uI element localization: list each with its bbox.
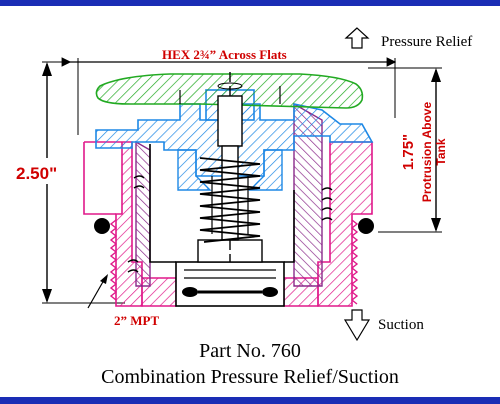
protrusion-value-label: 1.75" [400, 134, 417, 170]
pressure-relief-label: Pressure Relief [381, 34, 473, 50]
suction-arrow-icon [343, 309, 371, 342]
protrusion-label-group: 1.75" Protrusion Above Tank [400, 102, 448, 203]
main-spring [199, 157, 261, 243]
valve-seat [175, 239, 285, 307]
mpt-leader [87, 274, 108, 309]
right-gasket-oring [358, 218, 374, 234]
pressure-relief-arrow-icon [344, 27, 370, 49]
mpt-thread-label: 2” MPT [114, 313, 160, 328]
left-gasket-oring [94, 218, 110, 234]
top-border-bar [0, 0, 500, 6]
threaded-body [83, 141, 373, 307]
poppet-guides [135, 102, 323, 287]
bottom-border-bar [0, 397, 500, 404]
protrusion-dimension [368, 67, 442, 233]
hex-dimension-label: HEX 2¾” Across Flats [162, 47, 287, 62]
diagram-caption: Combination Pressure Relief/Suction [101, 366, 399, 388]
side-spring-coils [127, 175, 333, 273]
suction-label: Suction [378, 317, 424, 333]
part-number: Part No. 760 [199, 340, 301, 362]
inner-body-outline [149, 144, 295, 263]
hex-dimension [61, 57, 397, 135]
valve-stem [211, 72, 249, 262]
protrusion-text-label: Protrusion Above [420, 102, 434, 203]
overall-height-label: 2.50" [16, 164, 58, 183]
overall-height-dimension [42, 61, 125, 304]
protrusion-tank-label: Tank [434, 138, 448, 165]
